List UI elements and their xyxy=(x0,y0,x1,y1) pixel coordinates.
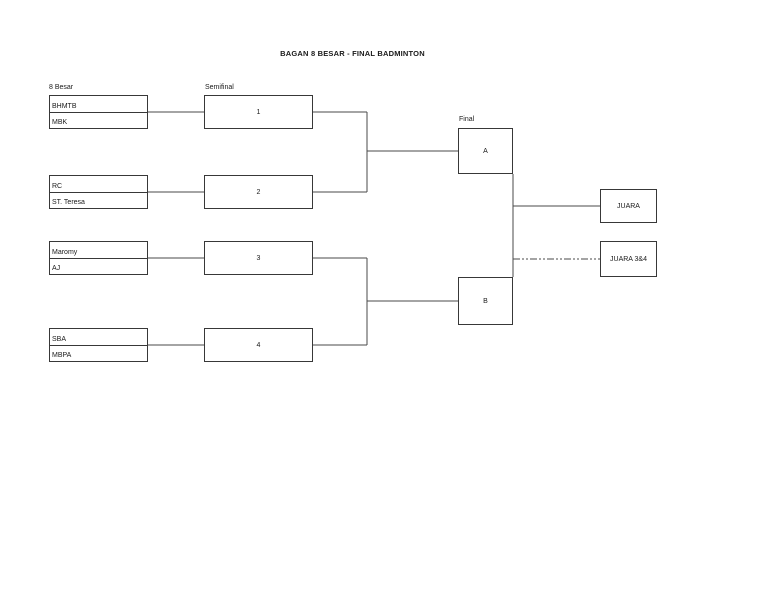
team-name: BHMTB xyxy=(50,96,147,113)
team-name: MBK xyxy=(52,119,68,126)
team-name: RC xyxy=(50,176,147,193)
third-place-box: JUARA 3&4 xyxy=(600,241,657,277)
quarterfinal-pair-1: BHMTB MBK xyxy=(49,95,148,129)
champion-box: JUARA xyxy=(600,189,657,223)
quarterfinal-pair-3: Maromy AJ xyxy=(49,241,148,275)
page-title: BAGAN 8 BESAR - FINAL BADMINTON xyxy=(280,49,425,58)
round-label-8besar: 8 Besar xyxy=(49,84,74,91)
semifinal-box-2: 2 xyxy=(204,175,313,209)
quarterfinal-pair-4: SBA MBPA xyxy=(49,328,148,362)
team-name: SBA xyxy=(50,329,147,346)
team-name: Maromy xyxy=(50,242,147,259)
team-name: AJ xyxy=(52,265,61,272)
final-box-b: B xyxy=(458,277,513,325)
team-name: MBPA xyxy=(52,352,72,359)
final-box-a: A xyxy=(458,128,513,174)
round-label-final: Final xyxy=(459,116,475,123)
semifinal-box-4: 4 xyxy=(204,328,313,362)
round-label-semifinal: Semifinal xyxy=(205,84,234,91)
semifinal-box-1: 1 xyxy=(204,95,313,129)
quarterfinal-pair-2: RC ST. Teresa xyxy=(49,175,148,209)
semifinal-box-3: 3 xyxy=(204,241,313,275)
team-name: ST. Teresa xyxy=(52,199,85,206)
